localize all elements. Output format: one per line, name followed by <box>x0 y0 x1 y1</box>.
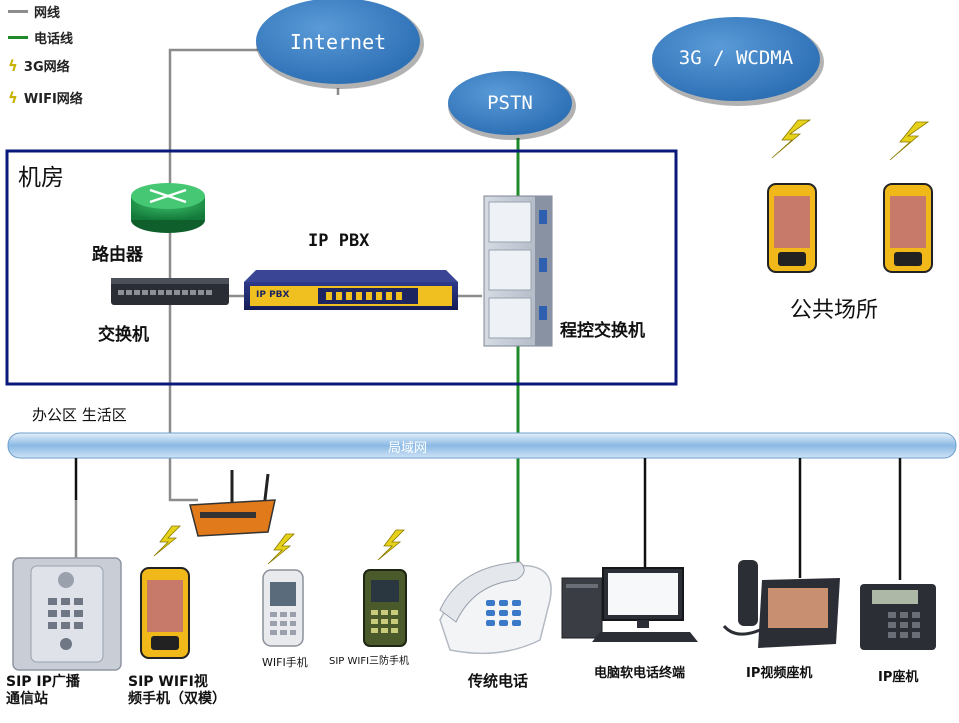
switch-device <box>111 278 229 305</box>
router-device <box>131 183 205 233</box>
sip-wifi-video-label-line1: SIP WIFI视 <box>128 674 208 690</box>
sip-broadcast-label-line1: SIP IP广播 <box>6 674 80 690</box>
ip-pbx-device-label: IP PBX <box>256 290 290 300</box>
softphone-label: 电脑软电话终端 <box>594 666 686 681</box>
router-label: 路由器 <box>92 245 143 265</box>
switch-label: 交换机 <box>98 325 149 345</box>
lan-cable-internet <box>168 48 482 502</box>
legend-3g-label: 3G网络 <box>23 60 70 75</box>
wifi-icon-1 <box>153 525 181 557</box>
lan-drop-cables <box>74 458 902 580</box>
legend-lan-swatch <box>8 10 28 13</box>
cloud-wcdma-label: 3G / WCDMA <box>678 47 794 69</box>
lan-bar-label: 局域网 <box>388 441 428 456</box>
smartphone-public-1 <box>767 183 817 273</box>
lightning-icon: ϟ <box>8 88 18 107</box>
server-room-title: 机房 <box>18 165 64 191</box>
sip-wifi-video-phone-device <box>140 567 190 659</box>
legend-lan: 网线 <box>8 2 60 21</box>
cloud-pstn-label: PSTN <box>487 92 533 114</box>
lan-bar <box>7 432 957 459</box>
softphone-pc-device <box>561 567 698 642</box>
public-place-label: 公共场所 <box>790 298 879 323</box>
lightning-icon-public-2 <box>889 121 930 161</box>
lightning-icon-public-1 <box>771 119 812 159</box>
legend-phone-label: 电话线 <box>34 32 74 47</box>
legend-phone-swatch <box>8 36 28 39</box>
wifi-icon-3 <box>377 529 405 561</box>
analog-phone-device <box>439 561 552 655</box>
ip-desk-phone-device <box>860 584 936 650</box>
legend-3g: ϟ 3G网络 <box>8 56 70 76</box>
legend-lan-label: 网线 <box>34 6 61 21</box>
office-zone-label: 办公区 生活区 <box>32 406 127 424</box>
ip-video-phone-label: IP视频座机 <box>746 666 813 681</box>
lightning-icon: ϟ <box>8 56 18 75</box>
wifi-icon-2 <box>267 533 295 565</box>
legend-wifi: ϟ WIFI网络 <box>8 88 83 108</box>
sip-wifi-video-label: SIP WIFI视 频手机（双模） <box>128 674 226 708</box>
sip-wifi-video-label-line2: 频手机（双模） <box>128 691 226 707</box>
smartphone-public-2 <box>883 183 933 273</box>
rugged-phone-device <box>363 569 407 647</box>
sip-broadcast-device <box>12 557 122 671</box>
legend-wifi-label: WIFI网络 <box>23 92 83 107</box>
ip-video-phone-device <box>722 560 840 648</box>
wifi-router-device <box>189 470 276 537</box>
analog-phone-label: 传统电话 <box>468 672 529 690</box>
server-room-box <box>5 149 678 386</box>
cloud-wcdma <box>652 17 824 106</box>
sip-broadcast-label-line2: 通信站 <box>6 691 48 707</box>
pbx-exchange-label: 程控交换机 <box>560 321 645 341</box>
legend-phone: 电话线 <box>8 28 73 47</box>
cloud-internet <box>256 0 424 89</box>
ip-pbx-label: IP PBX <box>308 231 370 251</box>
wifi-phone-device <box>262 569 304 647</box>
ip-desk-phone-label: IP座机 <box>878 670 919 685</box>
cloud-pstn <box>448 71 576 140</box>
wifi-phone-label: WIFI手机 <box>262 656 308 669</box>
rugged-phone-label: SIP WIFI三防手机 <box>329 656 410 667</box>
sip-broadcast-label: SIP IP广播 通信站 <box>6 674 80 708</box>
ip-pbx-device <box>244 270 458 310</box>
cloud-internet-label: Internet <box>289 30 387 54</box>
pbx-cabinet-device <box>483 195 553 347</box>
